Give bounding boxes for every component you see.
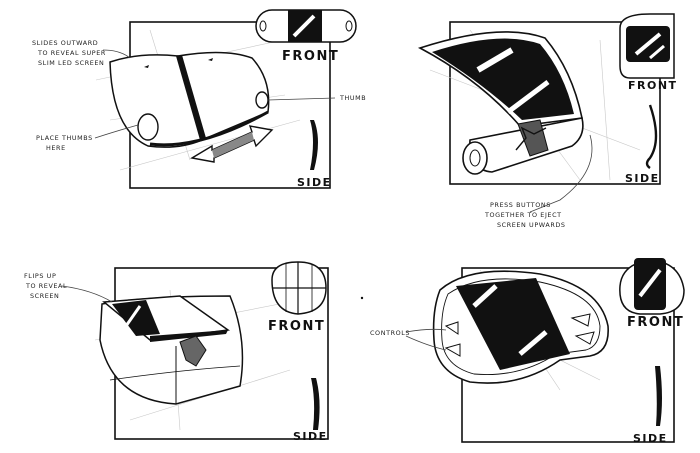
- ejected-screen: [432, 38, 574, 120]
- annotation-text: THUMB: [339, 94, 366, 102]
- thumb-rest-right: [255, 91, 269, 109]
- control-button: [444, 321, 459, 335]
- side-view-profile: [310, 120, 318, 170]
- side-view-profile: [311, 378, 320, 430]
- thumb-rest-left: [137, 113, 159, 141]
- front-view-thumbnail: [271, 261, 327, 315]
- base-side-button: [462, 141, 488, 175]
- sketch-controls: CONTROLS FRONT SIDE: [370, 258, 685, 445]
- annotation-text: FLIPS UP: [24, 272, 56, 280]
- control-button: [570, 313, 591, 327]
- annotation-text: PRESS BUTTONS: [490, 201, 551, 209]
- annotation-text: SLIM LED SCREEN: [38, 59, 104, 67]
- front-label: FRONT: [628, 79, 678, 92]
- control-button: [444, 343, 461, 357]
- device-left-half: [109, 54, 203, 148]
- annotation-text: CONTROLS: [370, 329, 410, 337]
- side-label: SIDE: [293, 430, 328, 443]
- annotation-text: TO REVEAL: [25, 282, 67, 290]
- side-label: SIDE: [625, 172, 660, 185]
- front-label: FRONT: [282, 49, 339, 64]
- side-label: SIDE: [633, 432, 668, 445]
- device-right-half: [177, 51, 270, 142]
- sketch-slide-out: SLIDES OUTWARD TO REVEAL SUPER SLIM LED …: [32, 9, 366, 189]
- front-view-thumbnail: [619, 258, 685, 315]
- sketch-flip-up: FLIPS UP TO REVEAL SCREEN FRONT SIDE: [24, 261, 329, 443]
- front-label: FRONT: [627, 315, 684, 330]
- annotation-text: PLACE THUMBS: [36, 134, 93, 142]
- control-button: [574, 331, 595, 345]
- side-view-profile: [645, 104, 658, 169]
- side-label: SIDE: [297, 176, 332, 189]
- flip-arrow: [179, 335, 207, 367]
- sketch-2-frame: [449, 21, 661, 185]
- sketch-eject-screen: PRESS BUTTONS TOGETHER TO EJECT SCREEN U…: [417, 13, 678, 229]
- annotation-text: HERE: [46, 144, 66, 152]
- side-view-profile: [655, 366, 662, 426]
- front-view-thumbnail: [255, 9, 357, 43]
- annotation-text: SCREEN: [30, 292, 59, 300]
- led-screen-slot: [176, 55, 206, 140]
- stray-mark: [360, 296, 364, 300]
- annotation-text: TOGETHER TO EJECT: [484, 211, 562, 219]
- front-label: FRONT: [268, 319, 325, 334]
- annotation-text: SCREEN UPWARDS: [497, 221, 566, 229]
- annotation-text: TO REVEAL SUPER: [37, 49, 106, 57]
- annotation-text: SLIDES OUTWARD: [32, 39, 98, 47]
- display-screen: [456, 278, 570, 370]
- revealed-screen: [112, 300, 160, 336]
- front-view-thumbnail: [619, 13, 675, 79]
